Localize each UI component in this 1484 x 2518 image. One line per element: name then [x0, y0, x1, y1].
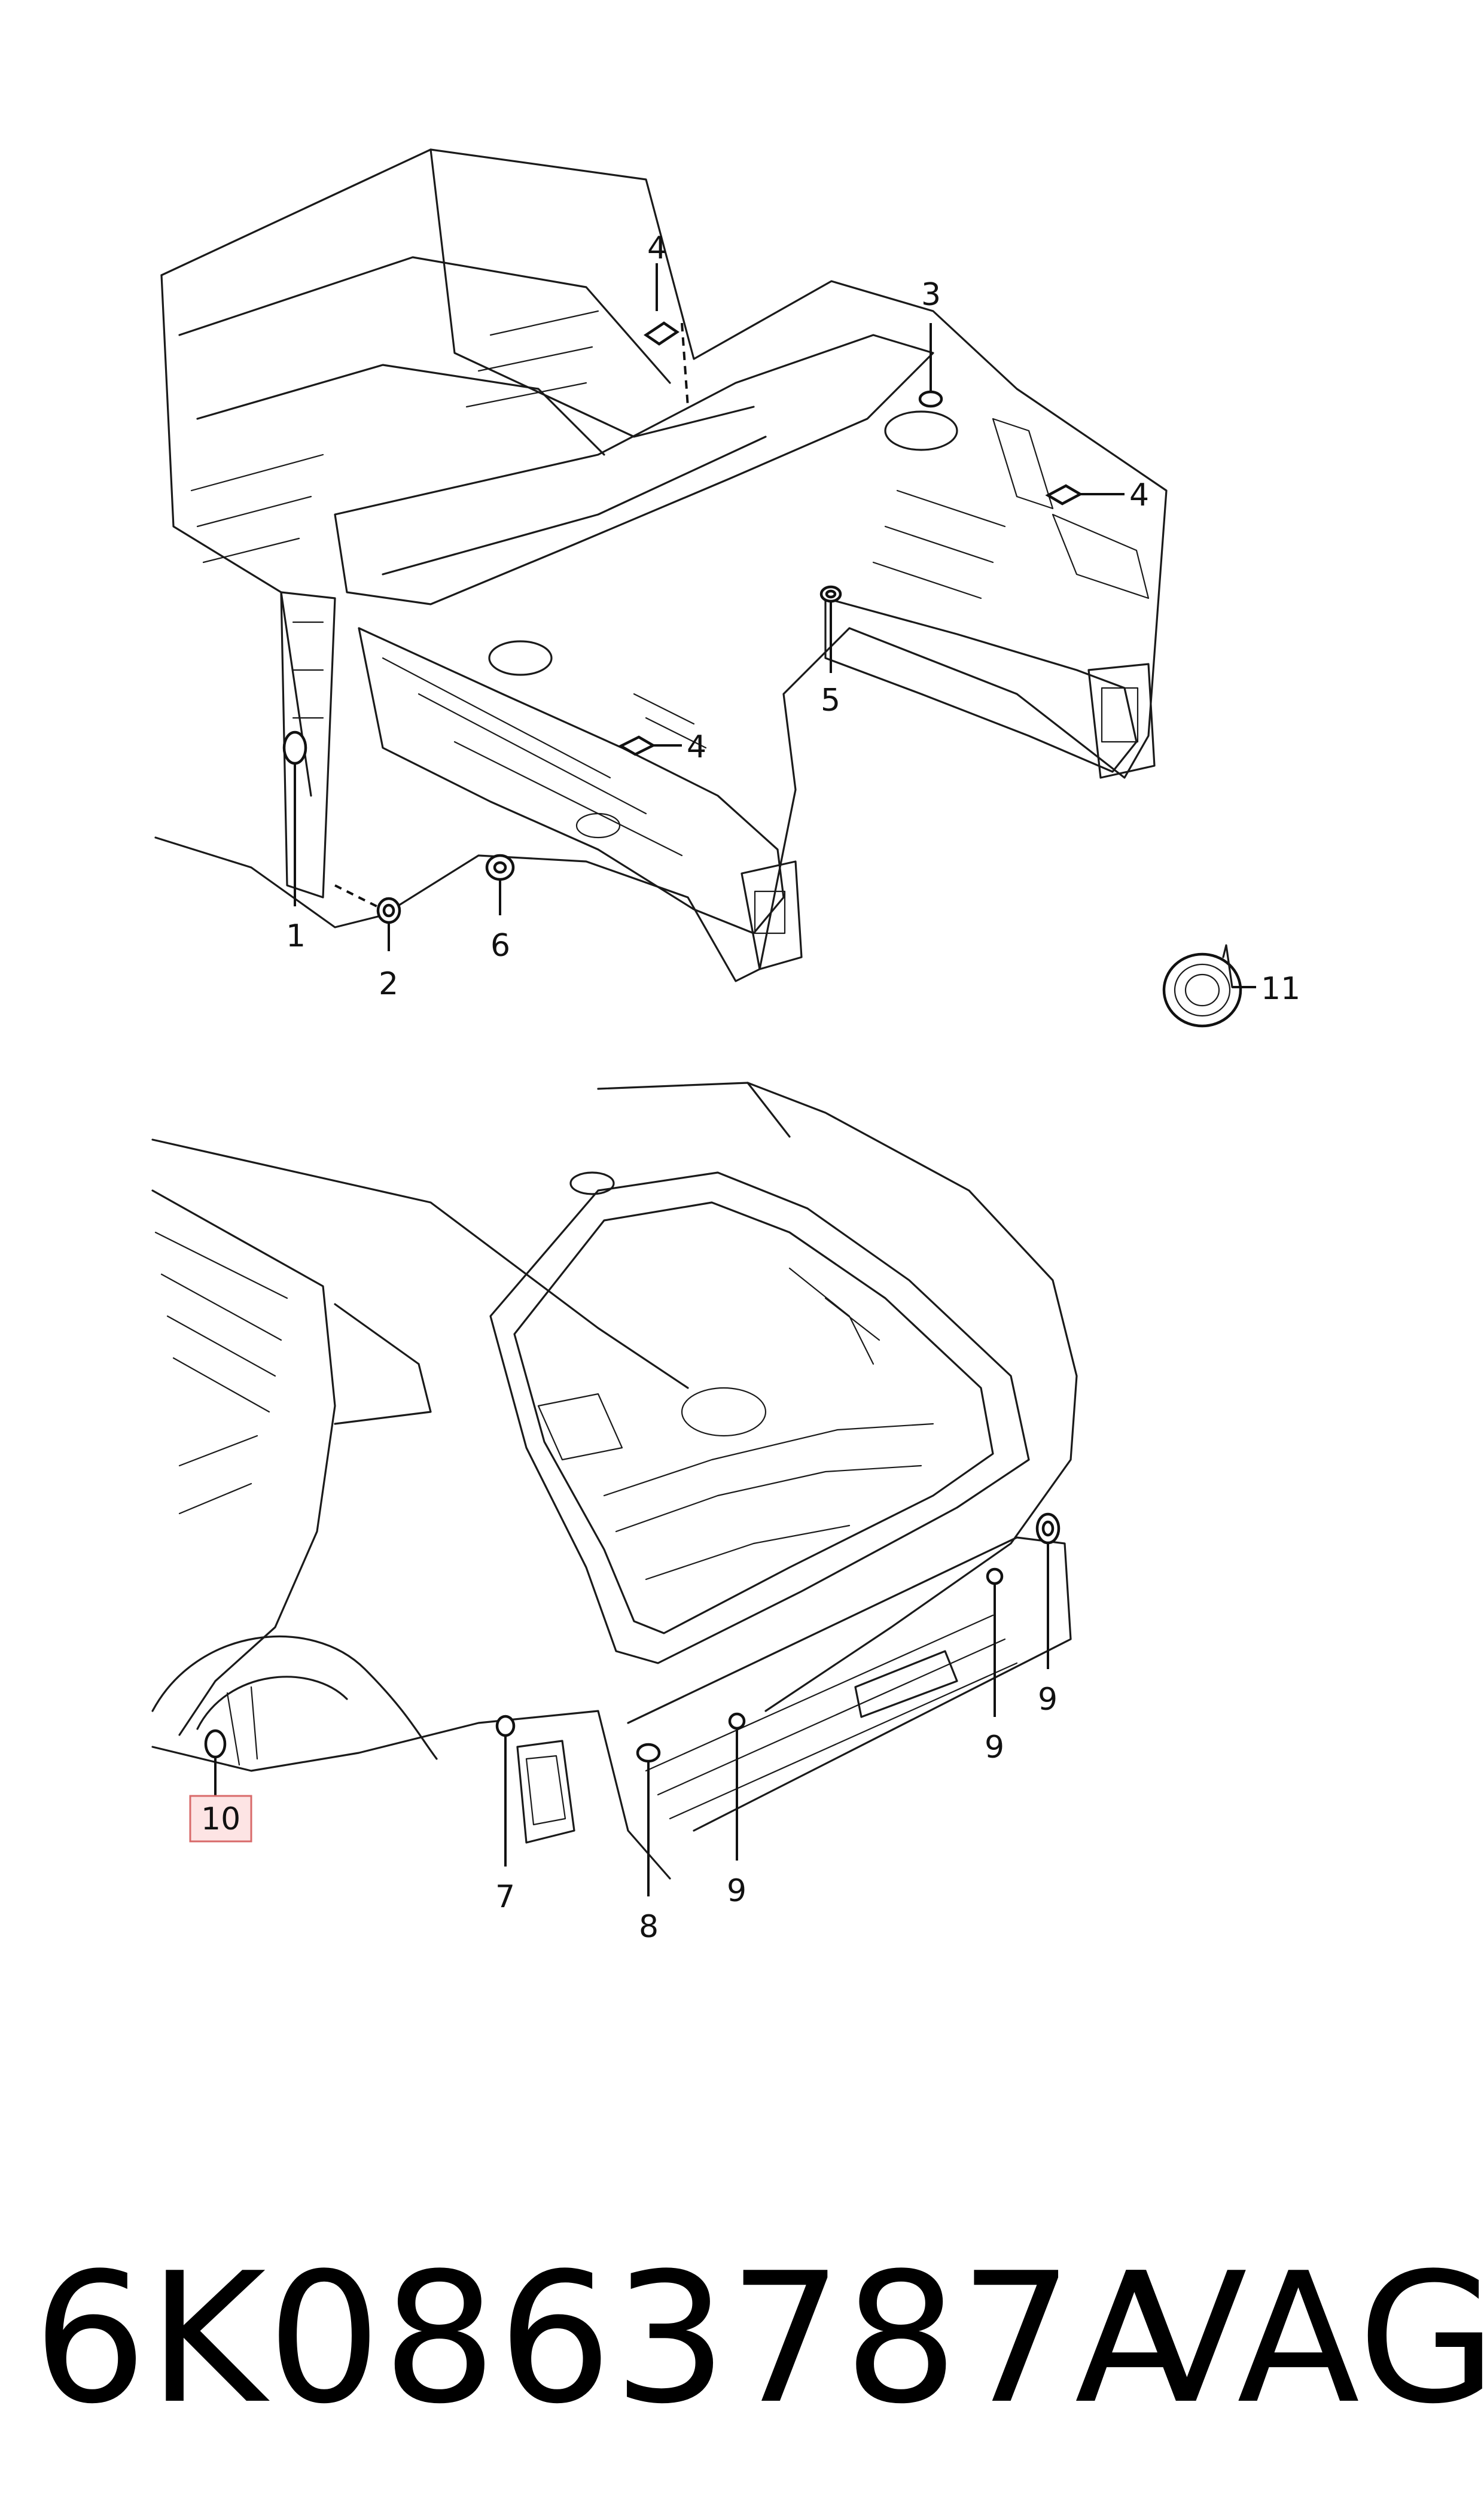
plug-9-b — [986, 1567, 1004, 1585]
callout-1: 1 — [286, 918, 306, 954]
callout-4-b: 4 — [1129, 477, 1149, 513]
callouts-bottom: 7 8 9 9 9 10 — [189, 1682, 1058, 1945]
grommet-5 — [819, 585, 842, 603]
plug-3 — [918, 390, 943, 408]
front-underbody-drawing — [154, 148, 1168, 982]
part-number: 6K0863787A — [33, 2234, 1199, 2443]
callout-5: 5 — [821, 683, 840, 718]
callout-10: 10 — [201, 1801, 240, 1837]
plug-9-c — [1035, 1512, 1061, 1545]
callout-3: 3 — [921, 277, 941, 313]
grommet-2 — [376, 897, 401, 924]
callout-4-a: 4 — [647, 230, 667, 266]
callout-9-b: 9 — [985, 1730, 1004, 1765]
plug-10 — [204, 1729, 227, 1759]
highlight-box-10 — [189, 1795, 252, 1843]
callout-4-c: 4 — [687, 729, 706, 765]
callout-9-c: 9 — [1038, 1682, 1058, 1718]
callout-9-a: 9 — [727, 1873, 746, 1909]
plug-7 — [495, 1715, 516, 1737]
brand-name: VAG — [1125, 2234, 1484, 2443]
tape-4-a — [643, 321, 680, 346]
tape-4-c — [618, 735, 656, 756]
callout-11: 11 — [1261, 971, 1300, 1007]
callout-8: 8 — [639, 1909, 659, 1945]
rear-body-drawing — [151, 1082, 1078, 1880]
leader-lines-bottom — [214, 1543, 1049, 1896]
tape-4-b — [1045, 484, 1083, 506]
callout-7: 7 — [495, 1879, 515, 1915]
leader-lines-top — [294, 263, 1256, 988]
footer: 6K0863787A VAG — [0, 2213, 1484, 2465]
plug-8 — [636, 1743, 661, 1763]
grommet-1 — [282, 730, 307, 765]
callouts-top: 1 2 3 4 4 4 5 6 11 — [286, 230, 1300, 1007]
cover-11 — [1162, 944, 1242, 1028]
plug-9-a — [728, 1712, 746, 1730]
callout-2: 2 — [379, 966, 398, 1002]
grommet-6 — [485, 854, 515, 881]
callout-6: 6 — [490, 928, 510, 964]
